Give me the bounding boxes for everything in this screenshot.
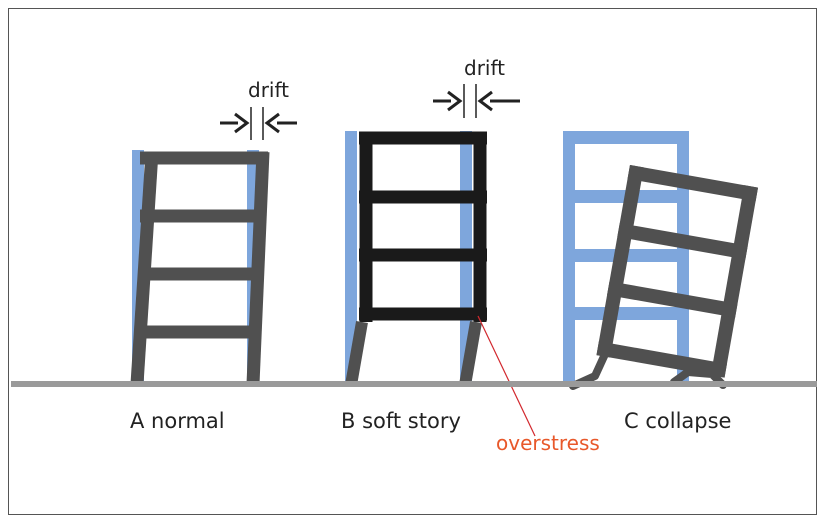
- label-b-soft-story: B soft story: [341, 409, 461, 433]
- building-c-collapsed-frame: [596, 165, 759, 378]
- building-b-drift-marker: drift: [433, 56, 520, 118]
- overstress-callout: overstress: [477, 315, 600, 455]
- drift-arrow-left-icon: [264, 112, 297, 134]
- building-a-drift-label: drift: [248, 78, 289, 102]
- building-c-collapse: [563, 131, 759, 390]
- building-a-drift-marker: drift: [220, 78, 297, 140]
- drift-arrow-right-icon: [220, 112, 250, 134]
- overstress-label: overstress: [496, 431, 600, 455]
- label-c-collapse: C collapse: [624, 409, 731, 433]
- building-b-deformed-frame: [359, 131, 487, 322]
- label-a-normal: A normal: [130, 409, 225, 433]
- building-b-soft-story-columns: [345, 320, 482, 387]
- drift-arrow-left-icon: [477, 90, 520, 112]
- ground-line: [11, 381, 817, 387]
- building-b-drift-label: drift: [464, 56, 505, 80]
- building-b-soft-story: drift overstress: [345, 56, 600, 455]
- building-a-normal: drift: [130, 78, 297, 385]
- overstress-leader-line: [477, 315, 536, 437]
- drift-arrow-right-icon: [433, 90, 463, 112]
- building-a-deformed-frame: [130, 151, 270, 385]
